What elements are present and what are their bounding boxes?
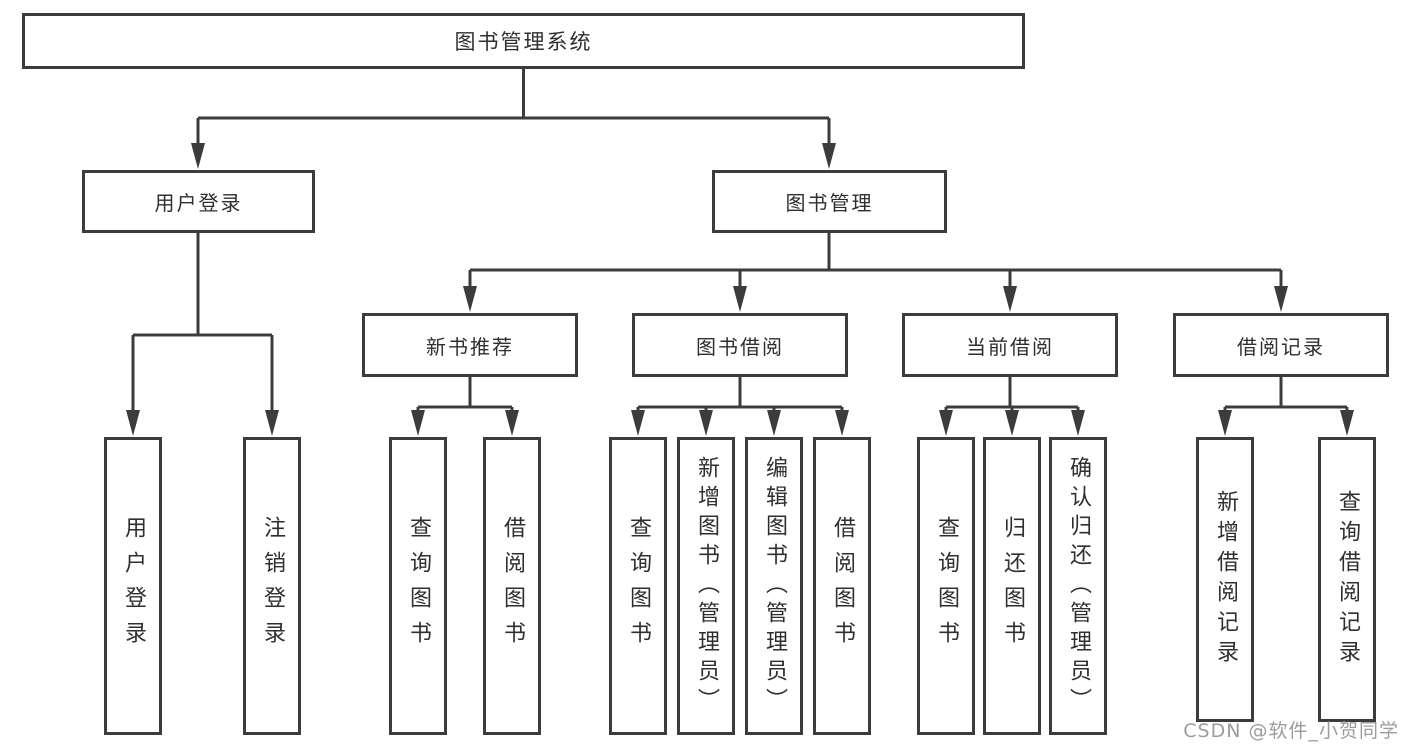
node-borrowing-records: 借阅记录 bbox=[1173, 313, 1389, 377]
node-book-management-label: 图书管理 bbox=[785, 191, 874, 215]
node-book-borrowing: 图书借阅 bbox=[632, 313, 848, 377]
leaf-confirm-return-admin-label: 确认归还（管理员） bbox=[1066, 455, 1091, 717]
leaf-query-books-borrowing-label: 查询图书 bbox=[626, 516, 651, 656]
node-root-library-system: 图书管理系统 bbox=[22, 13, 1025, 69]
leaf-return-book: 归还图书 bbox=[983, 437, 1041, 735]
leaf-confirm-return-admin: 确认归还（管理员） bbox=[1049, 437, 1107, 735]
leaf-add-borrow-record-label: 新增借阅记录 bbox=[1213, 489, 1238, 670]
leaf-edit-book-admin: 编辑图书（管理员） bbox=[745, 437, 803, 735]
node-current-borrowing-label: 当前借阅 bbox=[966, 334, 1054, 359]
leaf-borrow-books-recommend-label: 借阅图书 bbox=[500, 516, 525, 656]
node-new-book-recommend-label: 新书推荐 bbox=[426, 334, 514, 359]
leaf-return-book-label: 归还图书 bbox=[1000, 516, 1025, 656]
leaf-user-login: 用户登录 bbox=[104, 437, 162, 735]
leaf-query-books-current: 查询图书 bbox=[917, 437, 975, 735]
node-user-login-label: 用户登录 bbox=[154, 191, 243, 215]
leaf-logout-label: 注销登录 bbox=[260, 516, 285, 656]
node-book-management: 图书管理 bbox=[712, 170, 947, 233]
leaf-borrow-books-recommend: 借阅图书 bbox=[483, 437, 541, 735]
csdn-watermark: CSDN @软件_小贺同学 bbox=[1183, 720, 1399, 742]
leaf-logout: 注销登录 bbox=[243, 437, 301, 735]
leaf-query-books-current-label: 查询图书 bbox=[934, 516, 959, 656]
leaf-borrow-books-borrowing-label: 借阅图书 bbox=[830, 516, 855, 656]
leaf-user-login-label: 用户登录 bbox=[121, 516, 146, 656]
leaf-query-books-recommend-label: 查询图书 bbox=[406, 516, 431, 656]
leaf-add-book-admin-label: 新增图书（管理员） bbox=[694, 455, 719, 717]
node-root-label: 图书管理系统 bbox=[454, 30, 593, 54]
leaf-query-borrow-record: 查询借阅记录 bbox=[1318, 437, 1376, 722]
leaf-add-borrow-record: 新增借阅记录 bbox=[1196, 437, 1254, 722]
leaf-query-books-recommend: 查询图书 bbox=[389, 437, 447, 735]
node-user-login: 用户登录 bbox=[82, 170, 315, 233]
leaf-add-book-admin: 新增图书（管理员） bbox=[677, 437, 735, 735]
leaf-query-books-borrowing: 查询图书 bbox=[609, 437, 667, 735]
leaf-borrow-books-borrowing: 借阅图书 bbox=[813, 437, 871, 735]
node-book-borrowing-label: 图书借阅 bbox=[696, 334, 784, 359]
node-new-book-recommend: 新书推荐 bbox=[362, 313, 578, 377]
node-current-borrowing: 当前借阅 bbox=[902, 313, 1118, 377]
leaf-query-borrow-record-label: 查询借阅记录 bbox=[1335, 489, 1360, 670]
node-borrowing-records-label: 借阅记录 bbox=[1237, 334, 1325, 359]
leaf-edit-book-admin-label: 编辑图书（管理员） bbox=[762, 455, 787, 717]
